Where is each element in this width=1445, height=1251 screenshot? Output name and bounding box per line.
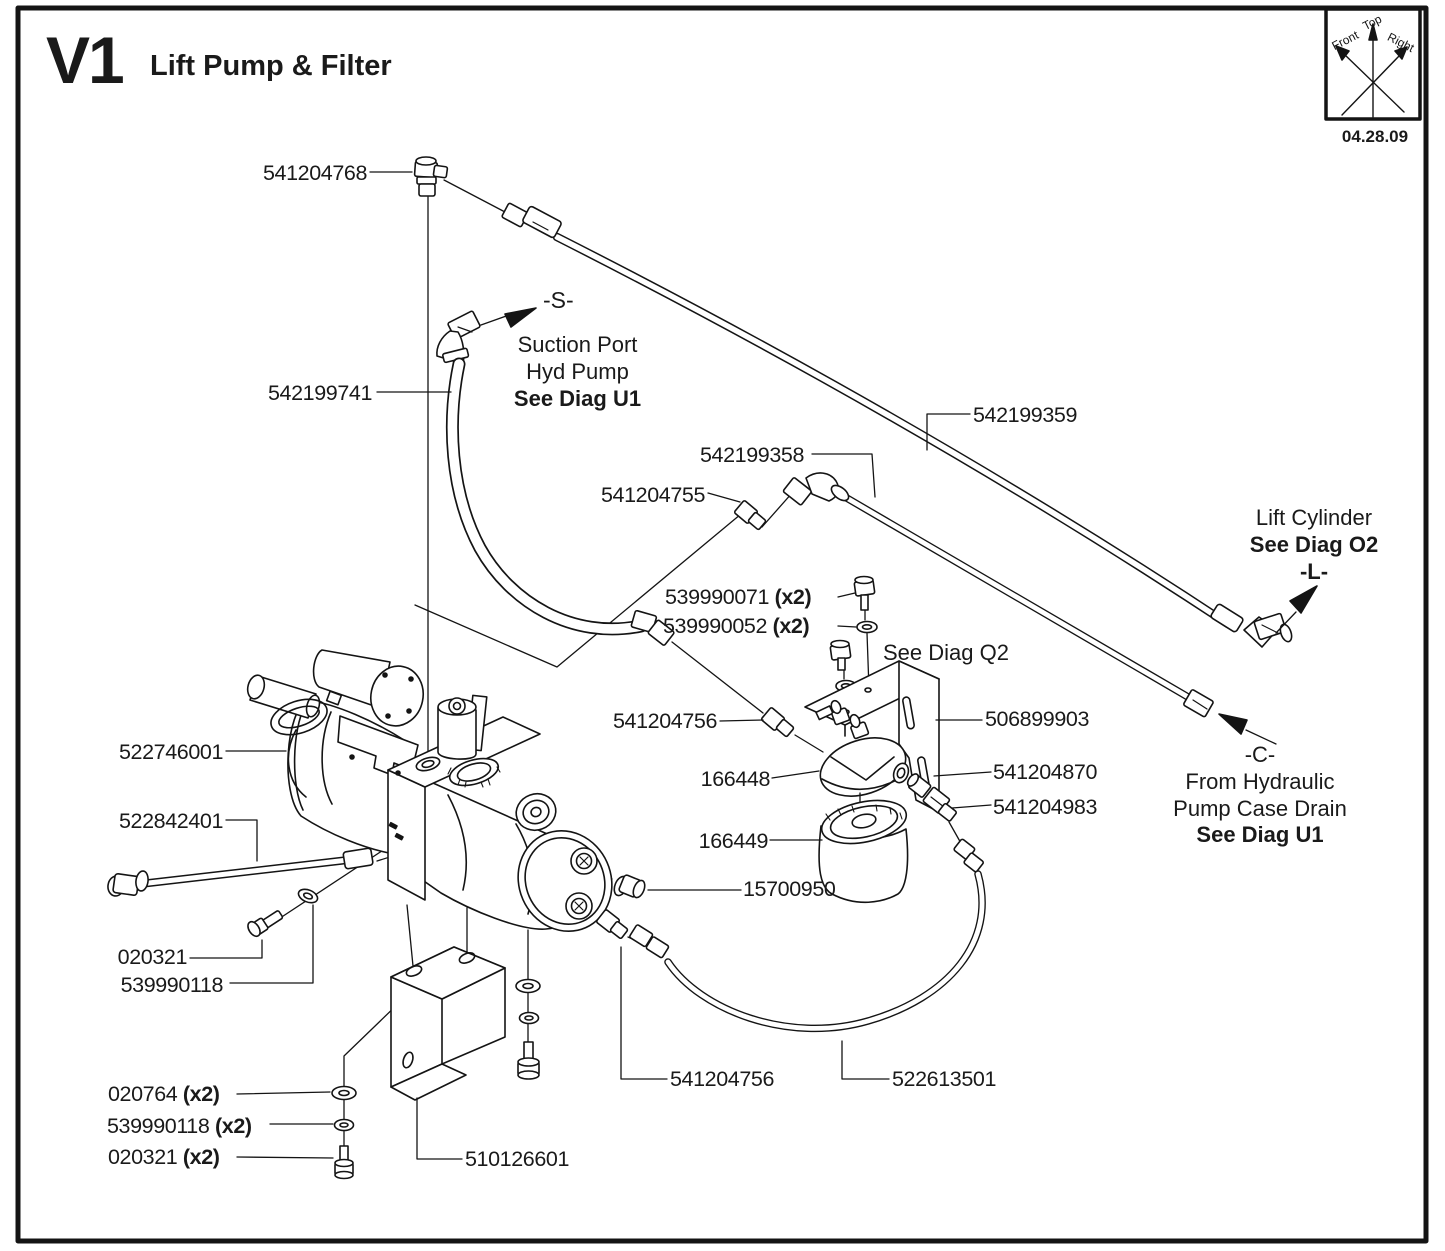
fittings-541204870-541204983 xyxy=(906,773,957,822)
fitting-541204755 xyxy=(733,500,767,531)
part-label: 542199359 xyxy=(973,403,1078,427)
bracket-510126601 xyxy=(390,946,506,1101)
part-label: 522746001 xyxy=(118,740,223,764)
page-border xyxy=(15,5,1429,1244)
leader-lines xyxy=(189,171,992,1160)
right-arrow-icon xyxy=(1394,46,1408,60)
diagram-code: V1 xyxy=(46,23,125,97)
part-label: 522613501 xyxy=(892,1067,997,1091)
part-label: 539990118 xyxy=(120,973,224,997)
part-label: 166448 xyxy=(700,767,771,791)
fitting-541204756-upper xyxy=(760,707,795,738)
part-label: 506899903 xyxy=(985,707,1090,731)
plug-15700950 xyxy=(613,874,646,899)
part-label: 541204983 xyxy=(993,795,1098,819)
see-diag-q2-callout: See Diag Q2 xyxy=(883,640,1009,665)
top-arrow-icon xyxy=(1368,23,1378,41)
filter-canister-166449 xyxy=(818,799,909,904)
case-drain-arrow-icon xyxy=(1218,713,1248,735)
suction-arrow-icon xyxy=(504,307,537,328)
orientation-compass: Top Front Right xyxy=(1324,7,1422,121)
hose-542199359 xyxy=(501,202,1293,648)
part-label: 539990052 (x2) xyxy=(663,614,810,638)
part-label: 539990071 (x2) xyxy=(665,585,812,609)
flow-arrows xyxy=(480,307,1318,745)
suction-port-callout: Suction Port Hyd Pump See Diag U1 xyxy=(513,332,642,411)
case-drain-callout: -C- From Hydraulic Pump Case Drain See D… xyxy=(1173,742,1347,848)
pump-assembly-522746001 xyxy=(246,649,613,933)
part-label: 541204768 xyxy=(262,161,367,185)
part-label: 542199358 xyxy=(700,443,805,467)
lift-cylinder-callout: Lift Cylinder See Diag O2 -L- xyxy=(1249,505,1379,584)
part-label: 020764 (x2) xyxy=(108,1082,220,1106)
bolt-020321-washer-539990118 xyxy=(247,888,319,938)
part-label: 020321 xyxy=(117,945,188,969)
part-label: 15700950 xyxy=(743,877,836,901)
hardware-right-stack xyxy=(515,978,541,1080)
lift-arrow-icon xyxy=(1289,585,1318,614)
filter-head-166448 xyxy=(819,699,910,808)
part-label: 541204756 xyxy=(670,1067,775,1091)
part-label: 541204870 xyxy=(993,760,1098,784)
breather-tube-522842401 xyxy=(107,847,374,897)
hose-542199358 xyxy=(782,472,1214,718)
part-label: 020321 (x2) xyxy=(108,1145,220,1169)
fitting-541204768 xyxy=(413,156,449,197)
hose-542199741 xyxy=(436,310,675,646)
suction-port-marker: -S- xyxy=(543,287,574,313)
part-label: 539990118 (x2) xyxy=(107,1114,252,1138)
hardware-left-stack xyxy=(331,1085,357,1180)
part-label: 522842401 xyxy=(118,809,223,833)
revision-date: 04.28.09 xyxy=(1341,127,1409,146)
part-label: 510126601 xyxy=(465,1147,570,1171)
front-arrow-icon xyxy=(1335,45,1350,61)
fitting-541204756-lower xyxy=(595,909,629,940)
part-label: 166449 xyxy=(698,829,769,853)
part-label: 541204755 xyxy=(600,483,705,507)
part-label: 542199741 xyxy=(267,381,372,405)
part-label: 541204756 xyxy=(612,709,717,733)
hose-522613501 xyxy=(629,838,986,1032)
page-title: Lift Pump & Filter xyxy=(150,50,392,82)
